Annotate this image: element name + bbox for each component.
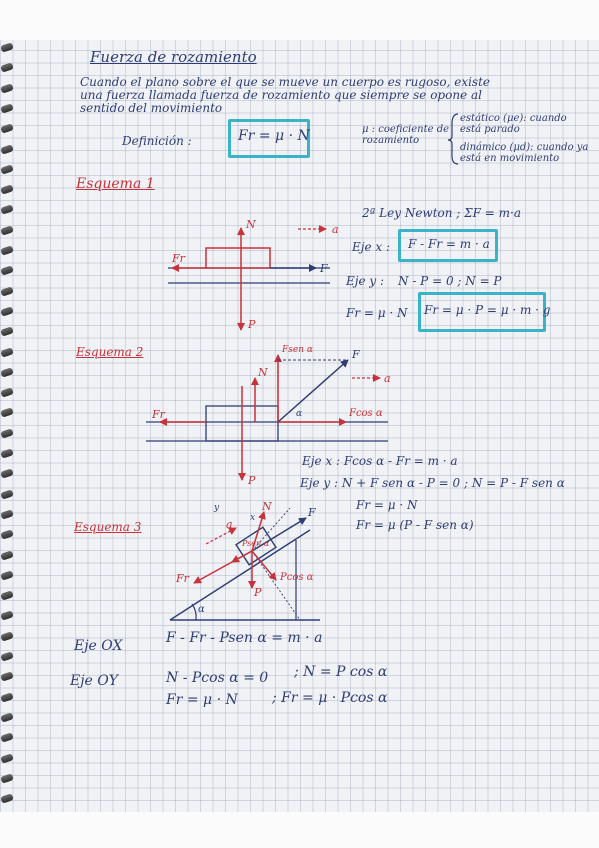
s3-eq-fr1: Fr = μ · N <box>166 692 238 708</box>
s2-eq-y: Eje y : N + F sen α - P = 0 ; N = P - F … <box>300 476 565 490</box>
definition-brace <box>447 113 459 165</box>
s1-label-a: a <box>332 223 339 236</box>
s1-label-N: N <box>245 218 256 231</box>
s3-label-F: F <box>307 506 316 519</box>
mu-label: μ : coeficiente de rozamiento <box>362 124 450 146</box>
s2-label-Fsen: Fsen α <box>281 345 313 355</box>
intro-line-1: Cuando el plano sobre el que se mueve un… <box>80 75 491 89</box>
s1-eq-x: F - Fr = m · a <box>408 237 490 251</box>
page-bottom-margin <box>0 812 599 848</box>
s3-label-a: a <box>226 518 233 531</box>
s2-label-Fcos: Fcos α <box>348 408 383 419</box>
definition-formula: Fr = μ · N <box>238 128 310 144</box>
s3-label-Psen: Psen α <box>241 539 270 548</box>
s1-eq-fr2-box <box>418 292 546 332</box>
s3-label-P: P <box>253 586 262 599</box>
s2-label-N: N <box>257 366 268 379</box>
s3-label-Fr: Fr <box>175 572 190 585</box>
intro-line-3: sentido del movimiento <box>80 101 223 115</box>
dynamic-coef-text: dinámico (μd): cuando ya está en movimie… <box>460 142 589 164</box>
s2-eq-x: Eje x : Fcos α - Fr = m · a <box>302 454 458 468</box>
s3-eq-ox: F - Fr - Psen α = m · a <box>166 630 323 646</box>
s3-label-Pcos: Pcos α <box>279 572 314 583</box>
s1-eq-fr2: Fr = μ · P = μ · m · g <box>424 303 551 317</box>
s3-label-x: x <box>250 513 255 523</box>
scheme3-heading: Esquema 3 <box>74 520 142 534</box>
intro-line-2: una fuerza llamada fuerza de rozamiento … <box>80 88 482 102</box>
s1-label-P: P <box>247 318 256 331</box>
scheme1-diagram <box>168 225 330 331</box>
s2-eq-fr2: Fr = μ (P - F sen α) <box>356 518 474 532</box>
s1-eq-x-label: Eje x : <box>352 240 391 254</box>
s2-label-Fr: Fr <box>151 408 166 421</box>
s2-label-P: P <box>247 474 256 487</box>
page-top-margin <box>0 0 599 40</box>
s3-label-y: y <box>213 503 220 513</box>
s2-label-a: a <box>384 372 391 385</box>
s3-label-N: N <box>261 500 272 513</box>
s3-eq-ox-label: Eje OX <box>74 638 123 654</box>
definition-label: Definición : <box>122 134 192 148</box>
s2-label-F: F <box>351 348 360 361</box>
scheme3-diagram <box>169 507 320 621</box>
definition-box <box>228 119 310 158</box>
page-title: Fuerza de rozamiento <box>90 48 257 66</box>
s1-label-F: F <box>319 262 328 275</box>
s1-eq-y: N - P = 0 ; N = P <box>398 274 502 288</box>
s1-eq-y-label: Eje y : <box>346 274 385 288</box>
s1-eq-fr1: Fr = μ · N <box>346 306 408 320</box>
scheme2-diagram <box>146 354 388 481</box>
s1-eq-x-box <box>398 229 498 262</box>
newton-law: 2ª Ley Newton ; ΣF = m·a <box>362 206 521 220</box>
s1-label-Fr: Fr <box>171 252 186 265</box>
s3-eq-oy2: ; N = P cos α <box>294 664 388 680</box>
static-coef-text: estático (μe): cuando está parado <box>460 113 567 135</box>
scheme1-heading: Esquema 1 <box>76 176 155 192</box>
s3-eq-oy-label: Eje OY <box>70 673 119 689</box>
s3-eq-oy1: N - Pcos α = 0 <box>166 670 269 686</box>
s2-label-alpha: α <box>296 409 302 419</box>
s2-eq-fr1: Fr = μ · N <box>356 498 418 512</box>
s3-label-alpha: α <box>198 604 205 615</box>
s3-eq-fr2: ; Fr = μ · Pcos α <box>272 690 388 706</box>
scheme2-heading: Esquema 2 <box>76 345 144 359</box>
